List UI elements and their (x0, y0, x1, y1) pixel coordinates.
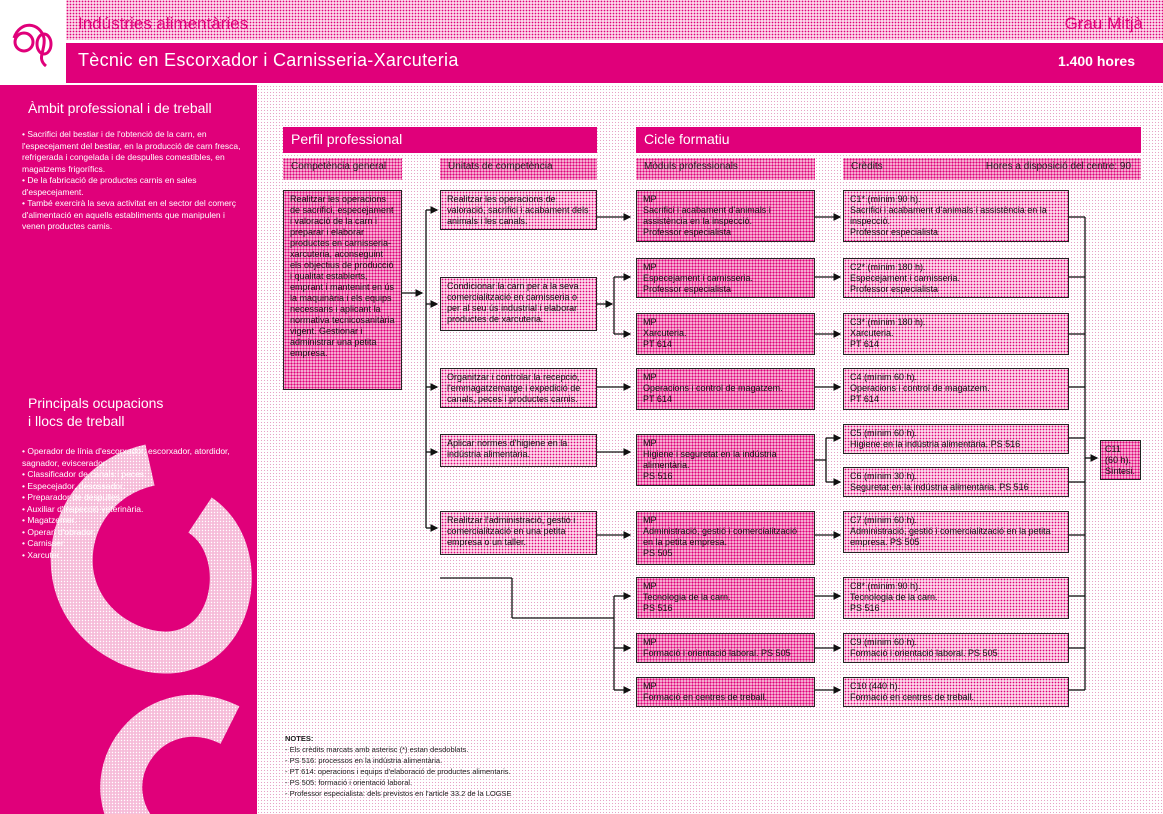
modul-teacher: Professor especialista (643, 227, 808, 238)
credit-name: Especejament i carnisseria. (850, 273, 1062, 284)
modul-box: MP Sacrifici i acabament d'animals i ass… (636, 190, 815, 242)
notes: NOTES: - Els crèdits marcats amb asteris… (285, 733, 512, 799)
note-item: - Els crèdits marcats amb asterisc (*) e… (285, 744, 512, 755)
credits-label: Crèdits (851, 161, 883, 172)
unitat-box: Organitzar i controlar la recepció, l'em… (440, 368, 597, 408)
notes-title: NOTES: (285, 734, 313, 743)
credit-name: Seguretat en la indústria alimentària. P… (850, 482, 1062, 493)
modul-code: MP (643, 637, 808, 648)
note-item: - Professor especialista: dels previstos… (285, 788, 512, 799)
credit-box: C7 (mínim 60 h). Administració, gestió i… (843, 511, 1069, 553)
modul-box: MP Formació i orientació laboral. PS 505 (636, 633, 815, 663)
column-header-competencia: Competència general (283, 158, 402, 180)
credit-box: C1* (mínim 90 h). Sacrifici i acabament … (843, 190, 1069, 242)
modul-code: MP (643, 262, 808, 273)
modul-code: MP (643, 317, 808, 328)
modul-box: MP Especejament i carnisseria. Professor… (636, 258, 815, 298)
credit-code: C5 (mínim 60 h). (850, 428, 1062, 439)
credit-name: Tecnologia de la carn. (850, 592, 1062, 603)
modul-code: MP (643, 515, 808, 526)
modul-teacher: PT 614 (643, 339, 808, 350)
credit-code: C3* (mínim 180 h). (850, 317, 1062, 328)
credit-teacher: PS 516 (850, 603, 1062, 614)
modul-code: MP (643, 581, 808, 592)
credit-code: C6 (mínim 30 h). (850, 471, 1062, 482)
credit-teacher: Professor especialista (850, 284, 1062, 295)
modul-name: Administració, gestió i comercialització… (643, 526, 808, 548)
column-header-moduls: Mòduls professionals (636, 158, 815, 180)
credit-box: C3* (mínim 180 h). Xarcuteria. PT 614 (843, 313, 1069, 355)
modul-name: Tecnologia de la carn. (643, 592, 808, 603)
credit-c11-box: C11 (60 h). Síntesi. (1100, 440, 1141, 480)
modul-teacher: Professor especialista (643, 284, 808, 295)
credit-teacher: Professor especialista (850, 227, 1062, 238)
modul-name: Especejament i carnisseria. (643, 273, 808, 284)
credit-teacher: PT 614 (850, 339, 1062, 350)
credit-box: C2* (mínim 180 h). Especejament i carnis… (843, 258, 1069, 298)
modul-code: MP (643, 438, 808, 449)
credit-name: Sacrifici i acabament d'animals i assist… (850, 205, 1062, 227)
competencia-general-box: Realitzar les operacions de sacrifici, e… (283, 190, 402, 390)
credit-box: C9 (mínim 60 h). Formació i orientació l… (843, 633, 1069, 663)
modul-teacher: PS 516 (643, 603, 808, 614)
modul-box: MP Higiene i seguretat en la indústria a… (636, 434, 815, 486)
credit-box: C4 (mínim 60 h). Operacions i control de… (843, 368, 1069, 410)
modul-name: Xarcuteria. (643, 328, 808, 339)
credit-box: C6 (mínim 30 h). Seguretat en la indústr… (843, 467, 1069, 497)
unitat-box: Aplicar normes d'higiene en la indústria… (440, 434, 597, 467)
credit-code: C11 (1105, 444, 1136, 455)
credit-teacher: PT 614 (850, 394, 1062, 405)
modul-teacher: PS 505 (643, 548, 808, 559)
modul-name: Formació i orientació laboral. PS 505 (643, 648, 808, 659)
modul-box: MP Formació en centres de treball. (636, 677, 815, 707)
modul-box: MP Operacions i control de magatzem. PT … (636, 368, 815, 410)
credit-name: Administració, gestió i comercialització… (850, 526, 1062, 548)
modul-name: Operacions i control de magatzem. (643, 383, 808, 394)
credit-code: C9 (mínim 60 h). (850, 637, 1062, 648)
credit-name: Xarcuteria. (850, 328, 1062, 339)
modul-box: MP Administració, gestió i comercialitza… (636, 511, 815, 565)
modul-teacher: PS 516 (643, 471, 808, 482)
credit-code: C8* (mínim 90 h). (850, 581, 1062, 592)
modul-code: MP (643, 372, 808, 383)
credit-name: Operacions i control de magatzem. (850, 383, 1062, 394)
unitat-box: Realitzar les operacions de valoració, s… (440, 190, 597, 230)
credit-code: C1* (mínim 90 h). (850, 194, 1062, 205)
credit-code: C10 (440 h). (850, 681, 1062, 692)
credit-code: C7 (mínim 60 h). (850, 515, 1062, 526)
note-item: - PT 614: operacions i equips d'elaborac… (285, 766, 512, 777)
modul-name: Formació en centres de treball. (643, 692, 808, 703)
column-header-unitats: Unitats de competència (440, 158, 597, 180)
hores-centre-label: Hores a disposició del centre: 90 (986, 161, 1131, 172)
column-header-credits: Crèdits Hores a disposició del centre: 9… (843, 158, 1141, 180)
modul-name: Sacrifici i acabament d'animals i assist… (643, 205, 808, 227)
note-item: - PS 505: formació i orientació laboral. (285, 777, 512, 788)
section-perfil-professional: Perfil professional (283, 127, 597, 153)
modul-box: MP Xarcuteria. PT 614 (636, 313, 815, 355)
credit-code: C2* (mínim 180 h). (850, 262, 1062, 273)
modul-teacher: PT 614 (643, 394, 808, 405)
credit-hours: (60 h). (1105, 455, 1136, 466)
credit-box: C8* (mínim 90 h). Tecnologia de la carn.… (843, 577, 1069, 619)
modul-code: MP (643, 681, 808, 692)
credit-name: Formació en centres de treball. (850, 692, 1062, 703)
credit-box: C5 (mínim 60 h). Higiene en la indústria… (843, 424, 1069, 454)
note-item: - PS 516: processos en la indústria alim… (285, 755, 512, 766)
credit-box: C10 (440 h). Formació en centres de treb… (843, 677, 1069, 707)
unitat-box: Condicionar la carn per a la seva comerc… (440, 277, 597, 331)
modul-code: MP (643, 194, 808, 205)
modul-box: MP Tecnologia de la carn. PS 516 (636, 577, 815, 619)
modul-name: Higiene i seguretat en la indústria alim… (643, 449, 808, 471)
section-cicle-formatiu: Cicle formatiu (636, 127, 1141, 153)
credit-name: Formació i orientació laboral. PS 505 (850, 648, 1062, 659)
unitat-box: Realitzar l'administració, gestió i come… (440, 511, 597, 555)
credit-name: Síntesi. (1105, 466, 1136, 477)
credit-code: C4 (mínim 60 h). (850, 372, 1062, 383)
credit-name: Higiene en la indústria alimentària. PS … (850, 439, 1062, 450)
